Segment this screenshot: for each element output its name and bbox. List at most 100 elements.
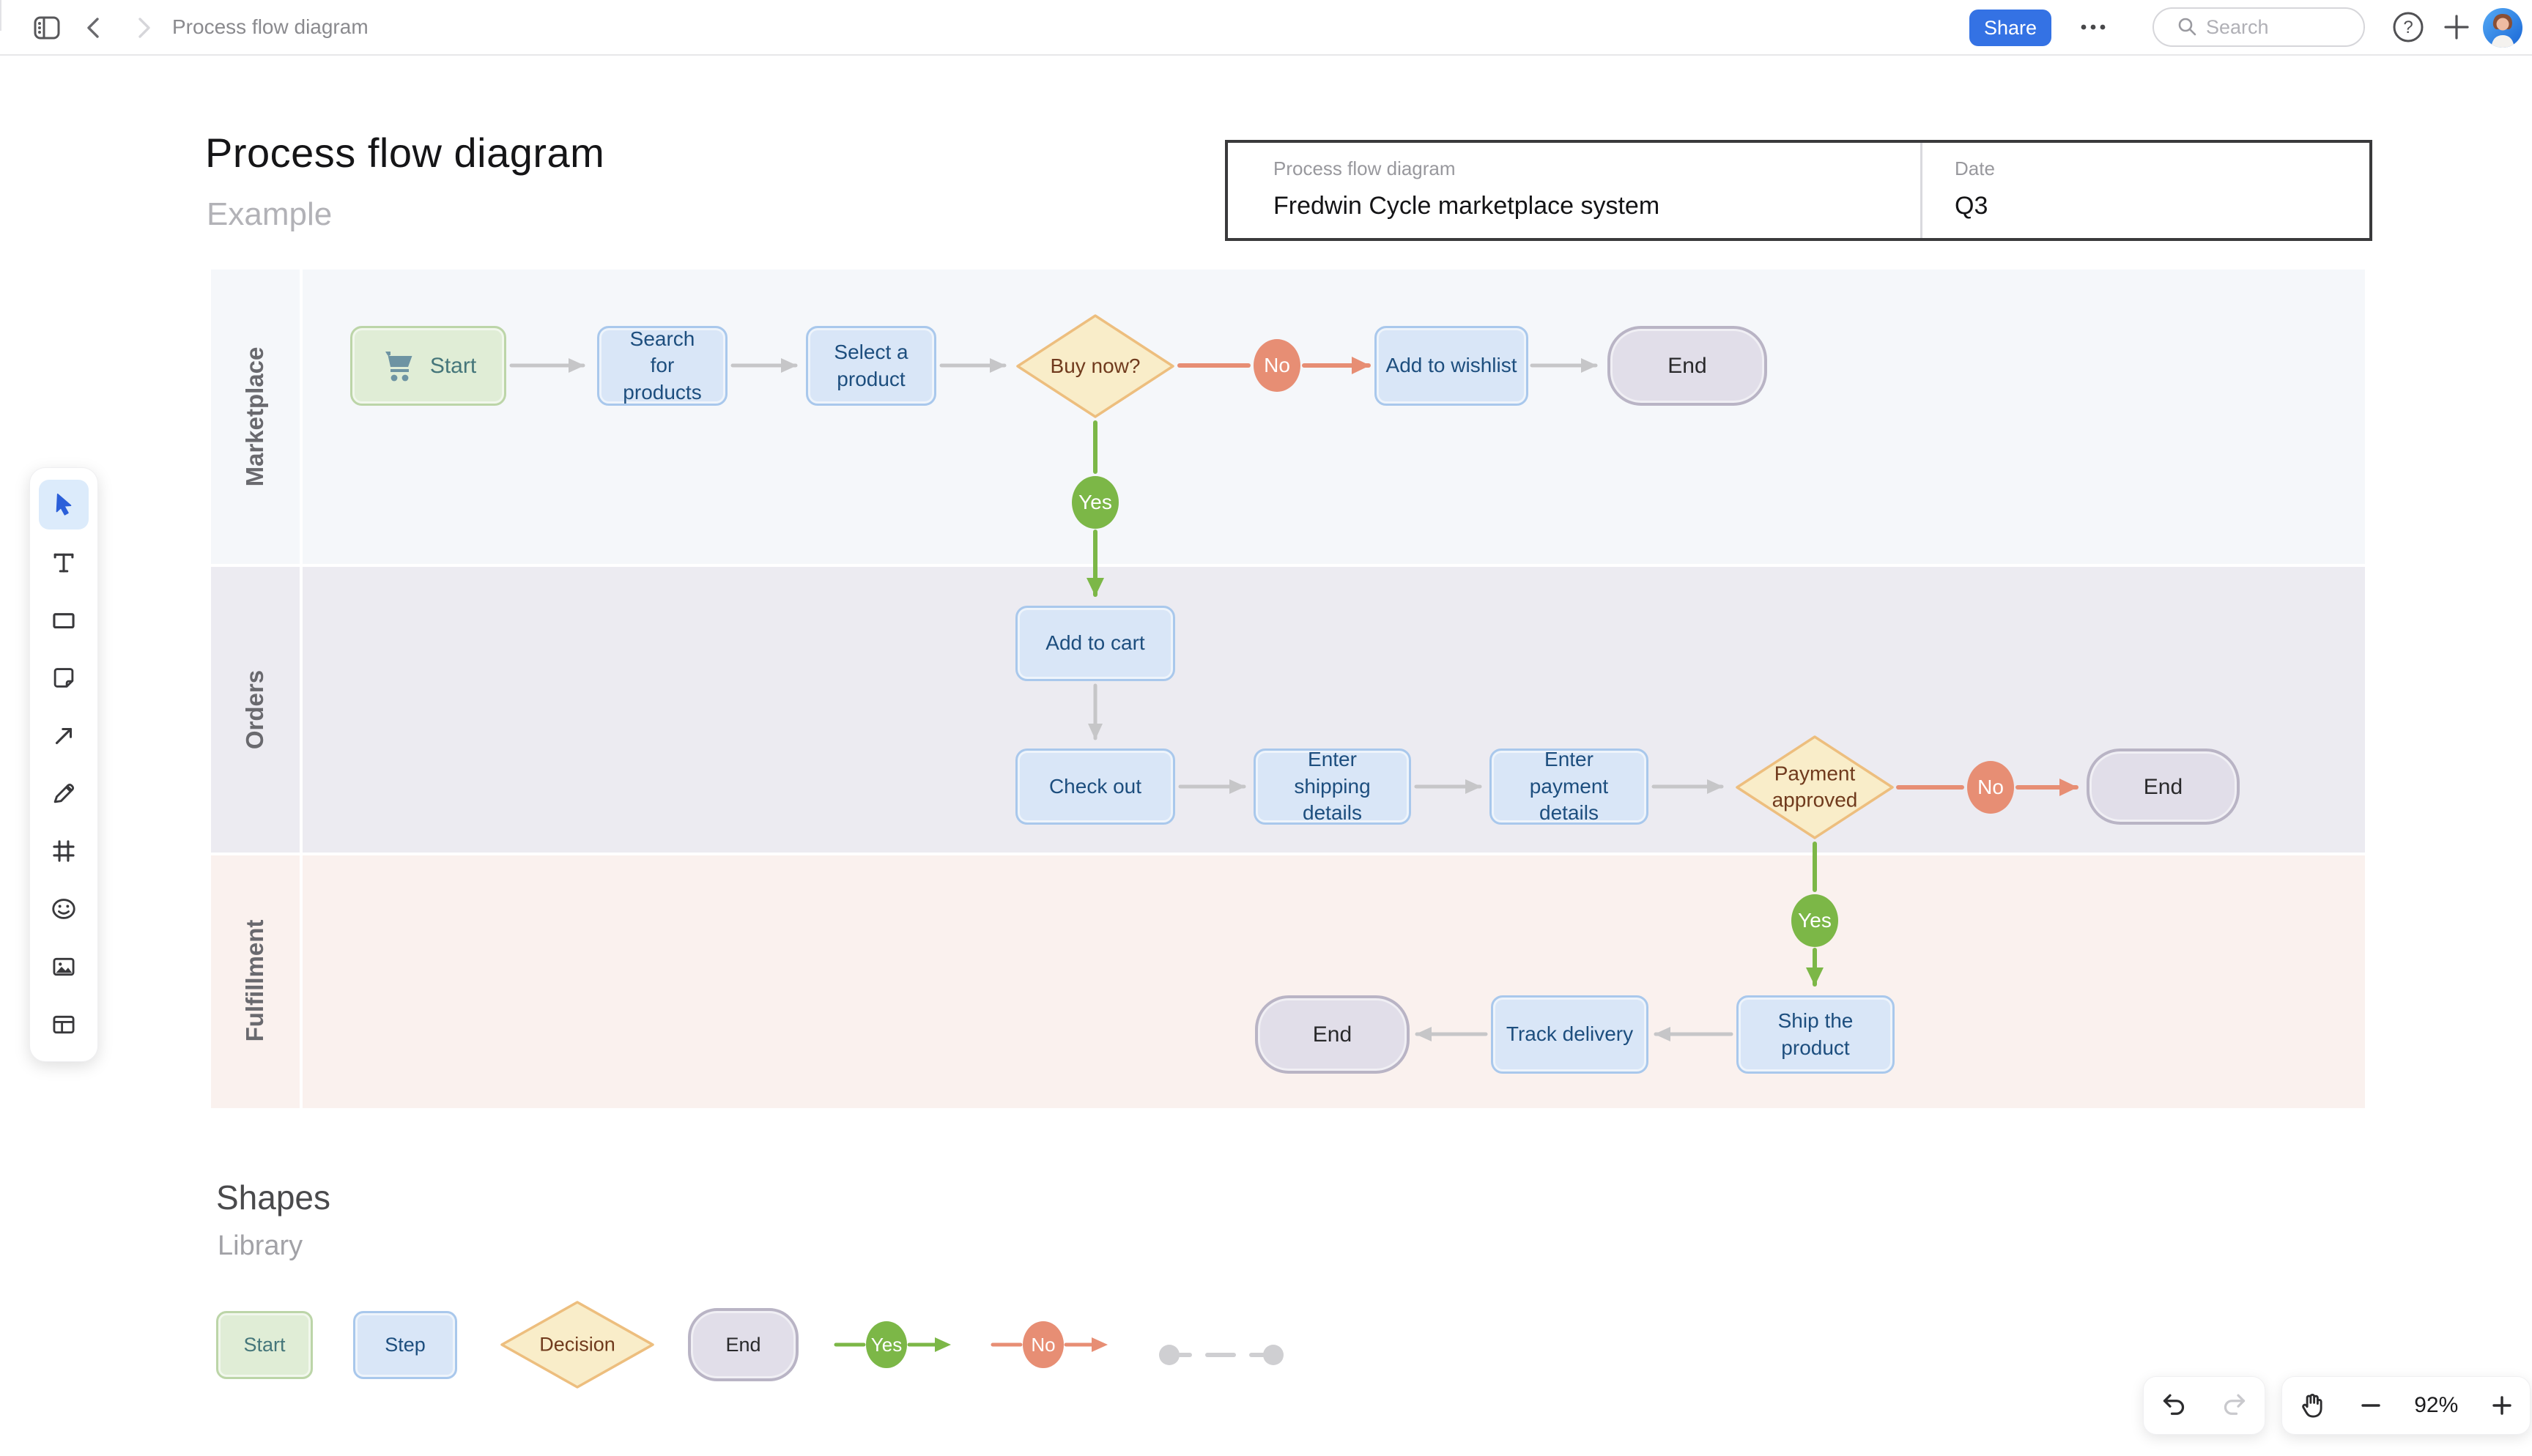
library-title: Shapes	[216, 1178, 331, 1217]
text-icon	[50, 549, 78, 576]
flow-node-add-to-cart[interactable]: Add to cart	[1015, 606, 1175, 681]
pen-tool[interactable]	[39, 768, 89, 818]
rectangle-icon	[50, 606, 78, 634]
back-icon[interactable]	[82, 15, 107, 40]
connector-badge-no[interactable]: No	[1967, 761, 2014, 814]
connector-lines	[509, 357, 2078, 1041]
connector-arrow	[907, 1337, 951, 1352]
flow-node-ship-product[interactable]: Ship the product	[1736, 995, 1895, 1074]
yes-badge: Yes	[866, 1321, 907, 1368]
info-label: Date	[1955, 157, 1995, 179]
undo-button[interactable]	[2159, 1391, 2188, 1420]
node-label: Select a product	[834, 341, 908, 390]
zoom-in-button[interactable]	[2490, 1393, 2514, 1418]
flow-node-add-wishlist[interactable]: Add to wishlist	[1374, 326, 1528, 406]
node-label: End	[1312, 1022, 1352, 1047]
top-bar: Process flow diagram Share ?	[0, 0, 2532, 56]
flow-node-buy-now[interactable]: Buy now?	[1015, 313, 1176, 420]
library-shape-start[interactable]: Start	[216, 1311, 313, 1379]
sticky-note-icon	[50, 664, 78, 692]
node-label: Start	[429, 354, 477, 378]
shape-label: Decision	[539, 1333, 615, 1356]
search-field[interactable]	[2152, 7, 2365, 47]
frame-tool[interactable]	[39, 826, 89, 876]
cursor-icon	[50, 491, 78, 519]
cart-icon	[380, 349, 418, 384]
swimlane-diagram: Marketplace Orders Fulfillment	[211, 270, 2365, 1108]
sticky-note-tool[interactable]	[39, 653, 89, 703]
search-icon	[2177, 16, 2199, 38]
library-shape-decision[interactable]: Decision	[499, 1299, 656, 1390]
node-label: Add to wishlist	[1385, 354, 1517, 377]
info-cell-date: Date Q3	[1920, 143, 2369, 238]
connector-badge-no[interactable]: No	[1254, 339, 1300, 392]
flow-node-end-orders[interactable]: End	[2087, 749, 2240, 825]
library-shape-step[interactable]: Step	[353, 1311, 457, 1379]
zoom-level: 92%	[2414, 1393, 2459, 1417]
connector-line	[834, 1342, 866, 1347]
library-shape-end[interactable]: End	[688, 1308, 799, 1381]
node-label: Enter shipping details	[1294, 748, 1371, 825]
flow-node-track-delivery[interactable]: Track delivery	[1491, 995, 1648, 1074]
more-options-icon[interactable]	[2075, 16, 2111, 38]
library-connector-no[interactable]: No	[991, 1317, 1111, 1373]
connector-arrow	[1064, 1337, 1108, 1352]
info-table[interactable]: Process flow diagram Fredwin Cycle marke…	[1225, 140, 2372, 241]
connector-line	[991, 1342, 1023, 1347]
node-label: Search for products	[623, 327, 702, 404]
page-title: Process flow diagram	[205, 130, 605, 176]
redo-button[interactable]	[2220, 1391, 2249, 1420]
layout-icon	[50, 1011, 78, 1039]
image-icon	[50, 953, 78, 981]
node-label: Add to cart	[1045, 631, 1145, 655]
flow-node-enter-shipping[interactable]: Enter shipping details	[1254, 748, 1411, 825]
flow-node-end-fulfillment[interactable]: End	[1255, 995, 1410, 1074]
no-badge: No	[1023, 1321, 1064, 1368]
share-button[interactable]: Share	[1969, 10, 2051, 46]
forward-icon[interactable]	[130, 15, 155, 40]
image-tool[interactable]	[39, 942, 89, 992]
info-value: Fredwin Cycle marketplace system	[1273, 192, 1660, 220]
pan-tool-button[interactable]	[2298, 1391, 2327, 1420]
sidebar-toggle-icon[interactable]	[32, 13, 62, 42]
tools-panel	[29, 467, 98, 1062]
template-tool[interactable]	[39, 1000, 89, 1050]
document-title: Process flow diagram	[172, 15, 369, 38]
library-subtitle: Library	[218, 1230, 303, 1261]
avatar[interactable]	[2482, 7, 2523, 48]
flow-node-payment-approved[interactable]: Payment approved	[1734, 734, 1895, 841]
flow-node-search-products[interactable]: Search for products	[597, 326, 728, 406]
text-tool[interactable]	[39, 538, 89, 587]
zoom-panel: 92%	[2281, 1376, 2531, 1435]
flow-node-end-marketplace[interactable]: End	[1607, 326, 1767, 406]
connector-badge-yes[interactable]: Yes	[1072, 476, 1119, 529]
connector-badge-yes[interactable]: Yes	[1791, 894, 1838, 947]
flow-node-select-product[interactable]: Select a product	[806, 326, 936, 406]
info-cell-title: Process flow diagram Fredwin Cycle marke…	[1228, 143, 1920, 238]
node-label: Track delivery	[1506, 1022, 1634, 1046]
frame-icon	[50, 837, 78, 865]
connector-tool[interactable]	[39, 711, 89, 761]
toolbar-divider	[0, 0, 1, 31]
history-panel	[2143, 1376, 2265, 1435]
line-connector-icon	[1159, 1345, 1284, 1365]
add-icon[interactable]	[2440, 10, 2473, 44]
library-connector-line[interactable]	[1158, 1327, 1288, 1383]
info-value: Q3	[1955, 192, 1988, 220]
lane-marketplace	[211, 270, 2365, 564]
flow-node-enter-payment[interactable]: Enter payment details	[1489, 748, 1648, 825]
zoom-out-button[interactable]	[2358, 1393, 2383, 1418]
shape-tool[interactable]	[39, 595, 89, 645]
pencil-icon	[50, 779, 78, 807]
flow-node-check-out[interactable]: Check out	[1015, 749, 1175, 825]
emoji-tool[interactable]	[39, 884, 89, 934]
smiley-icon	[50, 895, 78, 923]
svg-text:?: ?	[2403, 18, 2413, 37]
search-input[interactable]	[2206, 15, 2353, 39]
select-tool[interactable]	[39, 480, 89, 530]
help-icon[interactable]: ?	[2391, 10, 2425, 44]
node-label: Check out	[1048, 774, 1142, 798]
info-label: Process flow diagram	[1273, 157, 1456, 179]
flow-node-start[interactable]: Start	[350, 326, 506, 406]
library-connector-yes[interactable]: Yes	[834, 1317, 954, 1373]
